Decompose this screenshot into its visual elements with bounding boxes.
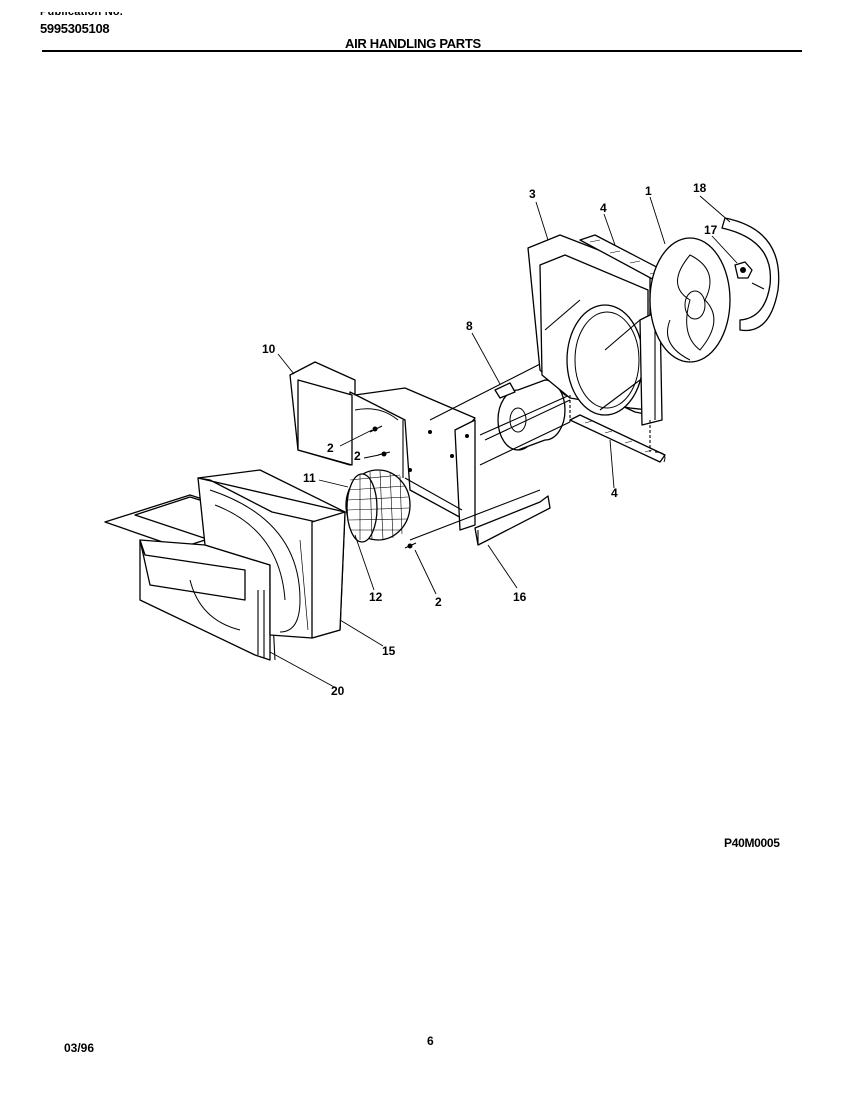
part-2-screws [369,425,417,549]
callout-18: 18 [693,181,707,195]
callout-17: 17 [704,223,718,237]
publication-number: 5995305108 [40,21,110,36]
screw-1 [369,425,383,433]
callout-11: 11 [303,471,316,485]
part-11-blower-wheel [345,469,411,543]
part-18-slinger-ring [721,217,780,332]
callout-4-bottom: 4 [611,486,618,500]
part-1-condenser-fan [649,237,731,363]
part-15-scroll-housing [197,469,346,639]
callout-10: 10 [262,342,276,356]
callout-20: 20 [331,684,345,698]
callout-12: 12 [369,590,383,604]
diagram-code: P40M0005 [724,836,780,850]
callout-labels: 3 4 1 18 17 8 10 2 2 11 4 12 2 16 15 20 [262,181,718,698]
leader-lines [269,195,738,689]
part-3-condenser-shroud [527,234,663,426]
part-10-bulkhead-panel [289,361,476,531]
callout-15: 15 [382,644,396,658]
callout-16: 16 [513,590,527,604]
callout-1: 1 [645,184,652,198]
part-4-seal-strip-bottom [569,395,666,463]
footer-date: 03/96 [64,1041,95,1055]
callout-2-b: 2 [354,449,361,463]
callout-8: 8 [466,319,473,333]
screw-2 [377,451,391,457]
callout-4-top: 4 [600,201,607,215]
publication-number-label: Publication No. [40,6,124,18]
part-8-motor [429,359,571,466]
callout-2-c: 2 [435,595,442,609]
part-17-hub-nut [734,261,765,290]
part-16-motor-bracket [409,489,551,546]
page-number: 6 [427,1034,434,1048]
callout-2-a: 2 [327,441,334,455]
screw-3 [404,542,417,549]
header-rule [42,50,802,52]
callout-3: 3 [529,187,536,201]
section-title: AIR HANDLING PARTS [345,36,481,51]
